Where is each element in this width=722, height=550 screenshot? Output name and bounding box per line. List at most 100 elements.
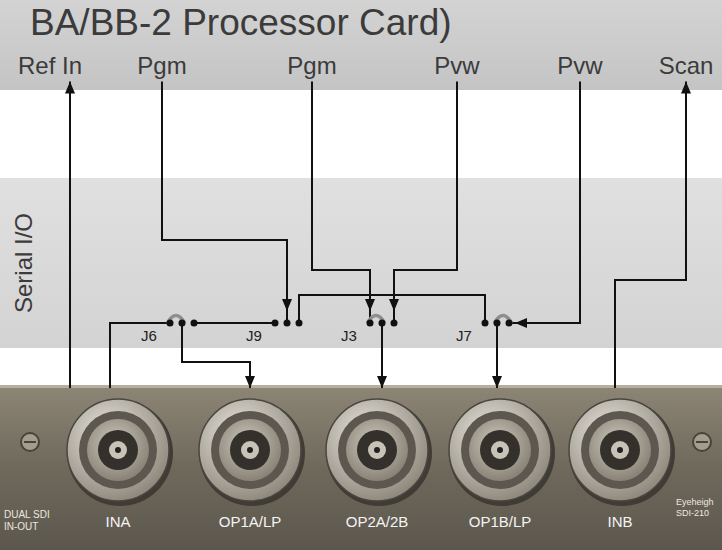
bnc-insulator (241, 441, 259, 459)
bnc-ring (219, 419, 281, 481)
signal-wire (200, 322, 245, 324)
bnc-bore (357, 430, 397, 470)
jumper-pin (391, 320, 398, 327)
jumper-label: J3 (341, 328, 357, 343)
connector-label: INB (564, 514, 676, 531)
jumper-pin (482, 320, 489, 327)
connector-panel: DUAL SDI IN-OUT Eyeheigh SDI-210INA OP1A/L… (0, 385, 722, 550)
bnc-insulator (368, 441, 386, 459)
bnc-nut (199, 399, 301, 501)
processor-card-band: BA/BB-2 Processor Card) Ref In Pgm Pgm Pvw Pv… (0, 0, 722, 90)
signal-wire (615, 82, 686, 388)
connector-label: OP2A/2B (321, 514, 433, 531)
signal-name: Pgm (137, 52, 186, 80)
signal-wire (299, 295, 485, 311)
bnc-pin (497, 447, 503, 453)
bnc-pin (247, 447, 253, 453)
bnc-groove (461, 411, 539, 489)
bnc-bore (480, 430, 520, 470)
bnc-nut (67, 399, 169, 501)
jumper-label: J6 (141, 328, 157, 343)
signal-wire (162, 82, 287, 311)
bnc-bore (230, 430, 270, 470)
jumper-block: J9 (245, 311, 305, 345)
bnc-groove (338, 411, 416, 489)
jumper-block: J7 (455, 311, 515, 345)
jumper-pin (379, 320, 386, 327)
bnc-pin (617, 447, 623, 453)
jumper-pin-lead (140, 322, 170, 324)
panel-screw (21, 433, 39, 451)
bnc-connector: INB (564, 388, 676, 548)
signal-wire (69, 82, 71, 388)
jumper-pin (179, 320, 186, 327)
jumper-pin (191, 320, 198, 327)
bnc-pin (115, 447, 121, 453)
port-label: Pvw (430, 50, 483, 82)
board-name: Serial I/O (11, 213, 37, 313)
panel-screw (693, 433, 711, 451)
signal-wire (394, 82, 457, 311)
jumper-pin (284, 320, 291, 327)
signal-wire (496, 345, 498, 388)
jumper-pin (506, 320, 513, 327)
bnc-groove (79, 411, 157, 489)
bnc-shadow (449, 400, 555, 506)
bnc-ring (589, 419, 651, 481)
bnc-connector: OP1B/LP (444, 388, 556, 548)
bnc-ring (346, 419, 408, 481)
bnc-insulator (611, 441, 629, 459)
signal-name: Scan (659, 52, 714, 80)
jumper-pin (272, 320, 279, 327)
signal-wire (110, 323, 140, 388)
jumper-pin (494, 320, 501, 327)
jumper-pin (167, 320, 174, 327)
signal-wire (381, 345, 383, 388)
port-label: Pgm (283, 50, 340, 82)
jumper-block: J3 (340, 311, 400, 345)
bnc-bore (98, 430, 138, 470)
port-label: Scan (655, 50, 718, 82)
bnc-nut (449, 399, 551, 501)
bnc-nut (569, 399, 671, 501)
bnc-bore (600, 430, 640, 470)
panel-photo (0, 385, 722, 550)
jumper-label: J7 (456, 328, 472, 343)
serial-band-fill (0, 178, 722, 348)
bnc-ring (87, 419, 149, 481)
bnc-insulator (491, 441, 509, 459)
signal-name: Pgm (287, 52, 336, 80)
jumper-block: J6 (140, 311, 200, 345)
jumper-pin (367, 320, 374, 327)
bnc-insulator (109, 441, 127, 459)
signal-name: Ref In (18, 52, 82, 80)
panel-marking: Eyeheigh SDI-210 (676, 497, 719, 519)
bnc-connector: INA (62, 388, 174, 548)
jumper-pin-lead (245, 322, 275, 324)
serial-io-band: Serial I/O J6 J9 J3 J7 (0, 178, 722, 348)
port-label: Pvw (553, 50, 606, 82)
panel-marking: DUAL SDI IN-OUT (4, 509, 62, 532)
port-label: Ref In (14, 50, 86, 82)
signal-wire (515, 82, 580, 323)
signal-name: Pvw (434, 52, 479, 80)
bnc-groove (581, 411, 659, 489)
card-title: BA/BB-2 Processor Card) (30, 3, 452, 44)
signal-wire (182, 345, 250, 388)
bnc-pin (374, 447, 380, 453)
bnc-nut (326, 399, 428, 501)
bnc-groove (211, 411, 289, 489)
port-label: Pgm (133, 50, 190, 82)
bnc-shadow (326, 400, 432, 506)
connector-label: INA (62, 514, 174, 531)
card-band-fill (0, 0, 722, 90)
bnc-connector: OP1A/LP (194, 388, 306, 548)
signal-name: Pvw (557, 52, 602, 80)
jumper-pin (296, 320, 303, 327)
panel-edge (0, 385, 722, 388)
connector-label: OP1B/LP (444, 514, 556, 531)
jumper-label: J9 (246, 328, 262, 343)
signal-wire (312, 82, 370, 311)
bnc-shadow (67, 400, 173, 506)
